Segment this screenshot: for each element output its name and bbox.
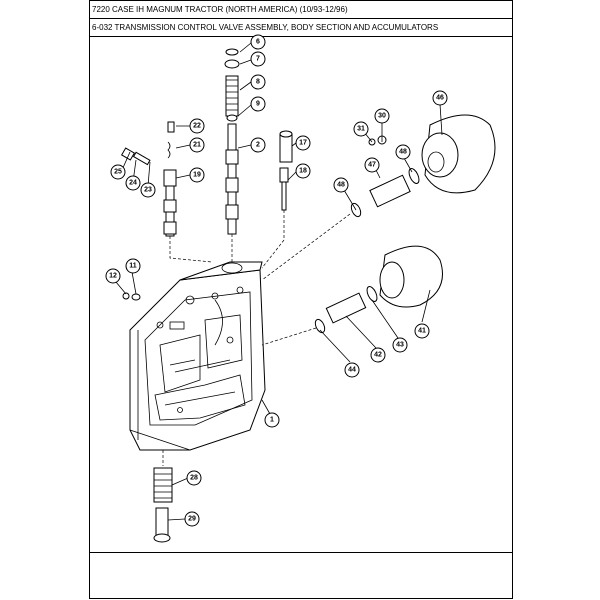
callout-28: 28 xyxy=(186,470,202,486)
upper-accumulator xyxy=(261,114,496,281)
small-screws xyxy=(122,292,141,301)
svg-text:12: 12 xyxy=(109,273,117,280)
svg-text:31: 31 xyxy=(357,126,365,133)
svg-text:21: 21 xyxy=(193,142,201,149)
footer-divider xyxy=(90,552,512,553)
callout-42: 42 xyxy=(370,347,386,363)
svg-text:48: 48 xyxy=(337,182,345,189)
callout-23: 23 xyxy=(140,182,156,198)
svg-text:44: 44 xyxy=(348,367,356,374)
svg-text:28: 28 xyxy=(190,475,198,482)
svg-text:18: 18 xyxy=(299,168,307,175)
callout-2: 2 xyxy=(250,137,266,153)
upper-spool-assembly xyxy=(224,48,240,262)
svg-text:2: 2 xyxy=(256,142,260,149)
svg-text:7: 7 xyxy=(256,56,260,63)
pin-assembly xyxy=(120,147,151,166)
section-line: 6-032 TRANSMISSION CONTROL VALVE ASSEMBL… xyxy=(90,19,512,37)
callout-8: 8 xyxy=(250,74,266,90)
svg-text:41: 41 xyxy=(418,328,426,335)
svg-text:30: 30 xyxy=(378,113,386,120)
svg-text:47: 47 xyxy=(368,162,376,169)
callout-31: 31 xyxy=(353,121,369,137)
lower-accumulator xyxy=(261,245,443,346)
callout-17: 17 xyxy=(295,135,311,151)
title-line: 7220 CASE IH MAGNUM TRACTOR (NORTH AMERI… xyxy=(90,1,512,19)
svg-text:48: 48 xyxy=(399,149,407,156)
svg-text:42: 42 xyxy=(374,352,382,359)
leader-lines xyxy=(115,42,443,521)
callout-48-lower: 48 xyxy=(333,177,349,193)
callout-25: 25 xyxy=(110,164,126,180)
svg-text:8: 8 xyxy=(256,79,260,86)
valve-body xyxy=(129,261,266,451)
spring-and-plug xyxy=(153,450,173,543)
callout-24: 24 xyxy=(125,175,141,191)
svg-text:29: 29 xyxy=(188,516,196,523)
svg-text:19: 19 xyxy=(193,172,201,179)
svg-text:46: 46 xyxy=(436,95,444,102)
callout-19: 19 xyxy=(189,167,205,183)
callout-12: 12 xyxy=(105,268,121,284)
svg-text:11: 11 xyxy=(129,263,137,270)
callout-11: 11 xyxy=(125,258,141,274)
callout-43: 43 xyxy=(392,337,408,353)
svg-text:24: 24 xyxy=(129,180,137,187)
callout-18: 18 xyxy=(295,163,311,179)
svg-text:17: 17 xyxy=(299,140,307,147)
callout-7: 7 xyxy=(250,51,266,67)
callout-6: 6 xyxy=(250,34,266,50)
svg-text:25: 25 xyxy=(114,169,122,176)
svg-text:9: 9 xyxy=(256,101,260,108)
callout-48-upper: 48 xyxy=(395,144,411,160)
svg-text:6: 6 xyxy=(256,39,260,46)
callout-41: 41 xyxy=(414,323,430,339)
callout-21: 21 xyxy=(189,137,205,153)
callout-44: 44 xyxy=(344,362,360,378)
svg-text:43: 43 xyxy=(396,342,404,349)
left-spool-assembly xyxy=(163,121,213,263)
callout-47: 47 xyxy=(364,157,380,173)
callout-46: 46 xyxy=(432,90,448,106)
callout-29: 29 xyxy=(184,511,200,527)
callout-9: 9 xyxy=(250,96,266,112)
plug-assembly xyxy=(261,130,293,269)
callout-30: 30 xyxy=(374,108,390,124)
svg-text:23: 23 xyxy=(144,187,152,194)
callout-1: 1 xyxy=(264,412,280,428)
callout-22: 22 xyxy=(189,118,205,134)
svg-text:22: 22 xyxy=(193,123,201,130)
svg-text:1: 1 xyxy=(270,417,274,424)
